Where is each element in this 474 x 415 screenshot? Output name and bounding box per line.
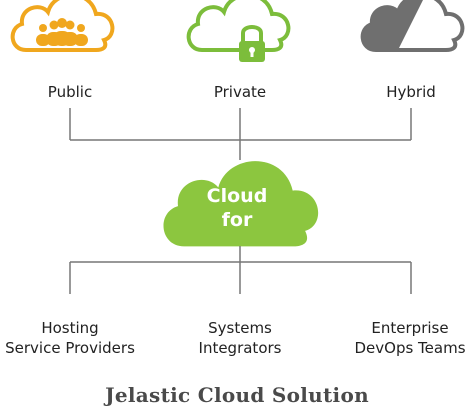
private-label: Private bbox=[213, 83, 267, 101]
hybrid-label: Hybrid bbox=[386, 83, 436, 101]
hosting-label-line1: Hosting bbox=[41, 319, 99, 337]
people-icon bbox=[36, 18, 88, 46]
enterprise-label-line2: DevOps Teams bbox=[354, 339, 466, 357]
systems-label-line1: Systems bbox=[208, 319, 272, 337]
hosting-label-line2: Service Providers bbox=[5, 339, 135, 357]
hybrid-cloud-icon bbox=[360, 0, 465, 52]
enterprise-label-line1: Enterprise bbox=[371, 319, 449, 337]
bottom-connector-lines bbox=[69, 246, 412, 294]
diagram-caption: Jelastic Cloud Solution bbox=[105, 383, 369, 407]
private-cloud-outline bbox=[186, 0, 291, 52]
center-cloud-line1: Cloud bbox=[206, 185, 268, 207]
public-cloud-icon bbox=[10, 0, 115, 52]
public-label: Public bbox=[47, 83, 93, 101]
padlock-icon bbox=[239, 25, 265, 62]
center-cloud-line2: for bbox=[221, 209, 253, 231]
top-connector-lines bbox=[69, 108, 412, 160]
systems-label-line2: Integrators bbox=[198, 339, 282, 357]
private-cloud-icon bbox=[186, 0, 291, 62]
